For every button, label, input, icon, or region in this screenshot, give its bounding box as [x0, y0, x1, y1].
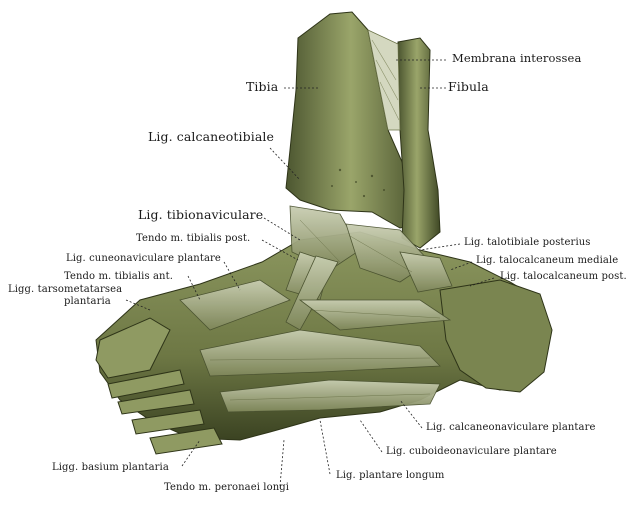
label-ligg-tarsometatarsea-plantaria: plantaria — [64, 296, 111, 307]
label-ligg-basium-plantaria: Ligg. basium plantaria — [52, 462, 169, 473]
label-lig-tibionaviculare: Lig. tibionaviculare — [138, 207, 264, 222]
label-fibula: Fibula — [448, 79, 489, 94]
label-tibia: Tibia — [246, 79, 279, 94]
label-lig-calcaneonaviculare-plantare: Lig. calcaneonaviculare plantare — [426, 422, 596, 433]
metatarsals — [95, 317, 223, 455]
label-lig-talocalcaneum-post: Lig. talocalcaneum post. — [500, 271, 627, 282]
label-tendo-peronaei-longi: Tendo m. peronaei longi — [164, 482, 290, 493]
label-lig-talotibiale-posterius: Lig. talotibiale posterius — [464, 237, 591, 248]
label-lig-cuboideonaviculare-plantare: Lig. cuboideonaviculare plantare — [386, 446, 557, 457]
label-tendo-tibialis-ant: Tendo m. tibialis ant. — [64, 271, 173, 282]
label-lig-cuneonaviculare-plantare: Lig. cuneonaviculare plantare — [66, 253, 221, 264]
label-lig-plantare-longum: Lig. plantare longum — [336, 470, 445, 481]
leader-lines — [125, 59, 495, 487]
interosseous-membrane — [367, 29, 401, 131]
label-tendo-tibialis-post: Tendo m. tibialis post. — [136, 233, 251, 244]
label-lig-calcaneotibiale: Lig. calcaneotibiale — [148, 129, 274, 144]
label-membrana-interossea: Membrana interossea — [452, 51, 582, 65]
fibula-bone — [397, 37, 441, 249]
calcaneus-bone — [439, 279, 553, 393]
ligament-bands — [179, 205, 453, 413]
label-lig-talocalcaneum-mediale: Lig. talocalcaneum mediale — [476, 255, 619, 266]
label-ligg-tarsometatarsea: Ligg. tarsometatarsea — [8, 284, 123, 295]
